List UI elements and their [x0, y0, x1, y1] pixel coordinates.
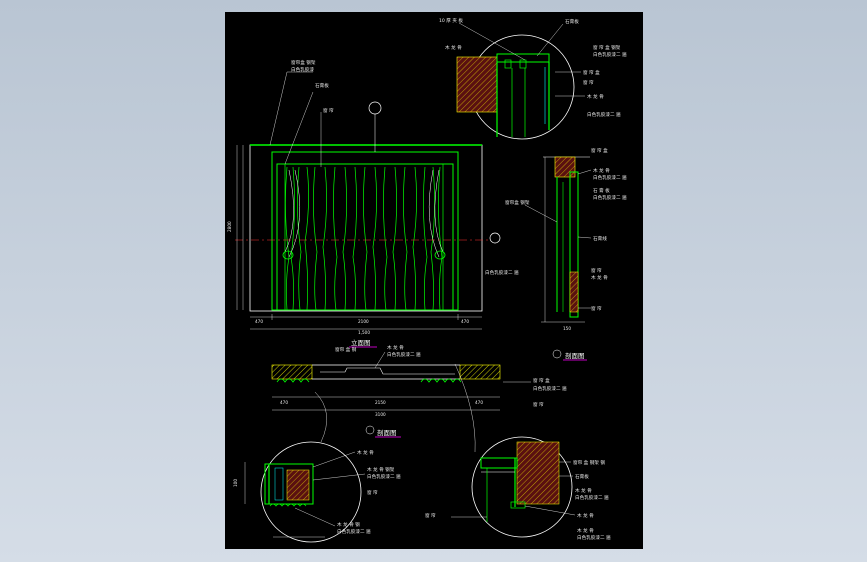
dt-label-4: 窗 帘 盒 钢架 [593, 44, 621, 51]
detail-bottom-right: 窗帘 盒 钢架 钢 石膏板 木 龙 骨 白色乳胶漆二 遍 木 龙 骨 窗 帘 木… [425, 436, 611, 541]
dbr-label-2: 石膏板 [575, 473, 589, 480]
dbr-label-3: 木 龙 骨 [575, 487, 592, 494]
elev-dim-left: 470 [255, 319, 263, 324]
elev-dim-height: 2800 [227, 221, 232, 232]
sp-label-1: 窗帘 盒 钢 [335, 346, 357, 353]
dbl-label-1: 木 龙 骨 [357, 449, 374, 456]
ss-label-10: 白色乳胶漆二 遍 [485, 269, 519, 276]
dbl-label-4: 窗 帘 [367, 489, 378, 496]
dbl-label-5: 木 龙 骨 钢 [337, 521, 360, 528]
dbr-label-4: 白色乳胶漆二 遍 [575, 494, 609, 501]
ss-label-9: 木 龙 骨 [591, 274, 608, 281]
ss-label-7: 石膏线 [593, 235, 607, 242]
elev-label-4: 窗 帘 [323, 107, 334, 114]
elev-dim-center: 2100 [358, 319, 369, 324]
sp-dim-left: 470 [280, 400, 288, 405]
window-frame-inner [276, 163, 454, 311]
elevation-view: 2800 470 2100 470 1,500 窗帘盒 钢架 白色乳胶漆 石膏板… [227, 59, 501, 348]
dbl-dim: 100 [233, 479, 238, 487]
dbr-label-1: 窗帘 盒 钢架 钢 [573, 459, 605, 466]
dbr-label-6: 窗 帘 [425, 512, 436, 519]
dbl-label-2: 木 龙 骨 钢架 [367, 466, 395, 473]
section-plan: 470 2150 470 3100 窗帘 盒 钢 木 龙 骨 白色乳胶漆二 遍 … [271, 344, 567, 438]
dbr-label-5: 木 龙 骨 [577, 512, 594, 519]
detail-callout-left [314, 391, 327, 443]
detail-top-wall [456, 56, 498, 113]
ss-title: 剖面图 [565, 351, 585, 360]
dbl-label-6: 白色乳胶漆二 遍 [337, 528, 371, 535]
dbr-label-7: 木 龙 骨 [577, 527, 594, 534]
sp-dim-right: 470 [475, 400, 483, 405]
dt-label-7: 窗 帘 [583, 79, 594, 86]
detail-top: 10 厚 夹 板 木 龙 骨 石膏板 窗 帘 盒 钢架 白色乳胶漆二 遍 窗 帘… [439, 17, 627, 140]
sp-label-3: 白色乳胶漆二 遍 [387, 351, 421, 358]
detail-bottom-left: 100 木 龙 骨 木 龙 骨 钢架 白色乳胶漆二 遍 窗 帘 木 龙 骨 钢 … [233, 441, 401, 543]
dt-label-1: 10 厚 夹 板 [439, 17, 463, 24]
sp-dim-center: 2150 [375, 400, 386, 405]
elev-title: 立面图 [351, 338, 371, 347]
ss-dim: 150 [563, 326, 571, 331]
dt-label-8: 木 龙 骨 [587, 93, 604, 100]
dt-label-2: 木 龙 骨 [445, 44, 462, 51]
sp-dim-total: 3100 [375, 412, 386, 417]
ss-label-5: 石 膏 板 [593, 187, 610, 194]
elev-label-2: 白色乳胶漆 [291, 66, 314, 73]
detail-callout-right [454, 363, 476, 453]
ss-label-2: 窗帘盒 钢架 [505, 199, 530, 206]
ss-label-8: 窗 帘 [591, 267, 602, 274]
ss-label-1: 窗 帘 盒 [591, 147, 608, 154]
dt-label-3: 石膏板 [565, 18, 579, 25]
elev-label-1: 窗帘盒 钢架 [291, 59, 316, 66]
sp-title: 剖面图 [377, 428, 397, 437]
dt-label-6: 窗 帘 盒 [583, 69, 600, 76]
elev-label-3: 石膏板 [315, 82, 329, 89]
elev-dim-total: 1,500 [358, 330, 370, 335]
elev-dim-right: 470 [461, 319, 469, 324]
ss-label-11: 窗 帘 [591, 305, 602, 312]
dbl-label-3: 白色乳胶漆二 遍 [367, 473, 401, 480]
drawing-sheet: 2800 470 2100 470 1,500 窗帘盒 钢架 白色乳胶漆 石膏板… [225, 12, 643, 549]
sp-label-6: 窗 帘 [533, 401, 544, 408]
curtain-left [282, 166, 347, 311]
ss-label-3: 木 龙 骨 [593, 167, 610, 174]
sp-label-5: 白色乳胶漆二 遍 [533, 385, 567, 392]
ss-label-4: 白色乳胶漆二 遍 [593, 174, 627, 181]
dbr-label-8: 白色乳胶漆二 遍 [577, 534, 611, 541]
cad-drawing: 2800 470 2100 470 1,500 窗帘盒 钢架 白色乳胶漆 石膏板… [227, 17, 627, 543]
sp-label-2: 木 龙 骨 [387, 344, 404, 351]
dt-label-9: 白色乳胶漆二 遍 [587, 111, 621, 118]
section-side: 150 窗 帘 盒 窗帘盒 钢架 木 龙 骨 白色乳胶漆二 遍 石 膏 板 白色… [485, 147, 627, 361]
ss-label-6: 白色乳胶漆二 遍 [593, 194, 627, 201]
dt-label-5: 白色乳胶漆二 遍 [593, 51, 627, 58]
sp-label-4: 窗 帘 盒 [533, 377, 550, 384]
curtain-right [352, 166, 446, 311]
